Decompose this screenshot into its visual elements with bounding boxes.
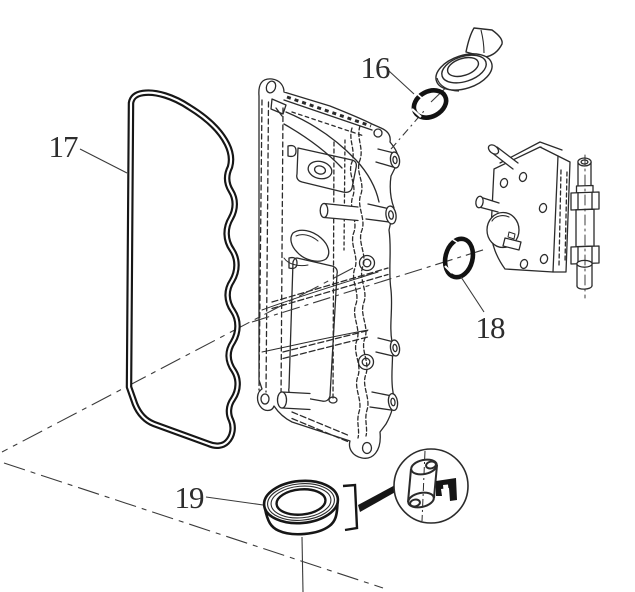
bolt-boss [358,254,376,272]
leader-18 [460,276,485,313]
filler-cap-part [435,27,503,92]
seal-lip-profile [436,478,457,501]
bolt-hole [373,128,383,138]
cap-wing [465,27,503,58]
label-17: 17 [49,129,79,164]
detail-callout [393,448,469,524]
seal-bore [275,488,327,516]
oil-seal-part [262,479,340,536]
o-ring-18-part [442,236,476,280]
label-19: 19 [175,480,205,515]
callout-circle [393,448,469,524]
label-18: 18 [476,310,506,345]
main-axis-centerline [1,267,354,453]
o-ring-16-part [411,88,449,120]
gasket-outline [125,89,241,449]
bolt-hole [361,441,373,455]
pump-assembly-part [475,141,600,299]
bolt-hole [260,393,270,405]
heavy-connector [358,484,399,512]
seal-axis-line [301,536,304,592]
leader-lines [79,70,485,506]
callout-pointer [342,483,399,532]
callout-centerline [421,450,426,522]
leader-17 [79,148,128,174]
leader-16 [388,70,415,95]
part-number-labels: 16 17 18 19 [49,50,507,515]
label-16: 16 [361,50,391,85]
cylinder-cover-part [256,78,401,459]
bolt-hole [265,80,277,94]
cover-gasket-part [125,89,241,449]
leader-19 [205,496,264,506]
lower-axis-centerline [3,462,384,589]
bracket [342,483,359,532]
